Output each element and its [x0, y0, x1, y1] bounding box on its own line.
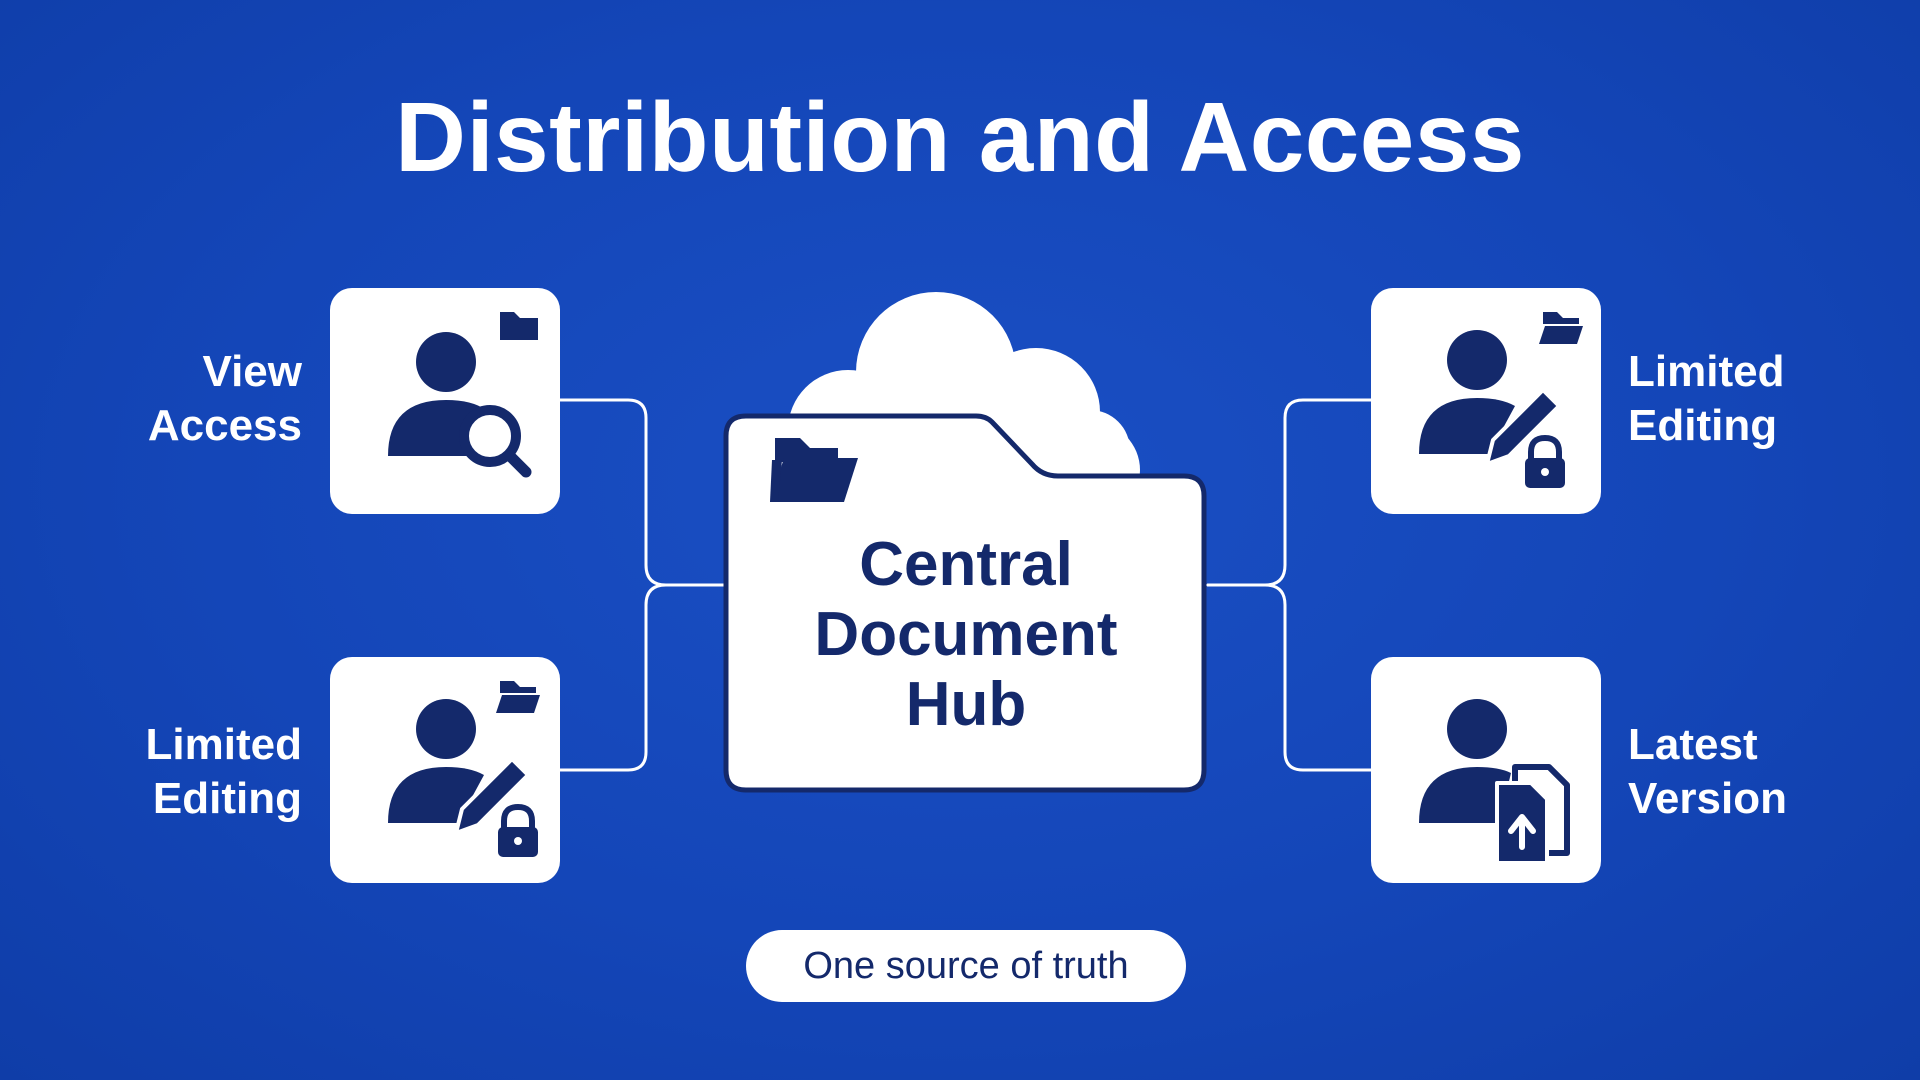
connector-view-access [558, 398, 726, 587]
connector-latest-version [1206, 583, 1373, 772]
tagline-pill: One source of truth [746, 930, 1186, 1002]
limited-editing-card-left [330, 657, 560, 883]
limited-editing-icon-group [388, 681, 540, 857]
label-line: Limited [1628, 347, 1785, 396]
limited-editing-card-right [1371, 288, 1601, 514]
pencil-icon [1485, 388, 1561, 466]
hub-title-line: Central [859, 530, 1073, 599]
label-line: Version [1628, 774, 1787, 823]
latest-version-label: Latest Version [1628, 718, 1868, 826]
label-line: Latest [1628, 720, 1758, 769]
open-folder-icon [1539, 312, 1583, 344]
label-line: Editing [152, 774, 302, 823]
lock-icon [1525, 434, 1565, 488]
hub-title-line: Hub [905, 670, 1027, 739]
label-line: Access [147, 401, 302, 450]
view-access-icon-group [388, 312, 538, 478]
magnifier-icon [459, 405, 532, 478]
central-hub-graphic [723, 292, 1207, 793]
label-line: Limited [145, 720, 302, 769]
hub-title: Central Document Hub [730, 530, 1202, 740]
folder-icon [723, 413, 1207, 793]
user-icon [1419, 699, 1511, 823]
view-access-label: View Access [62, 345, 302, 453]
open-folder-icon [496, 681, 540, 713]
latest-version-card [1371, 657, 1601, 883]
hub-title-line: Document [814, 600, 1118, 669]
user-icon [388, 332, 486, 456]
pencil-icon [454, 757, 530, 835]
document-upload-icon [1495, 764, 1570, 865]
limited-editing-label-right: Limited Editing [1628, 345, 1868, 453]
limited-editing-label-left: Limited Editing [62, 718, 302, 826]
lock-icon [498, 803, 538, 857]
folder-icon [500, 312, 538, 340]
label-line: View [202, 347, 302, 396]
view-access-card [330, 288, 560, 514]
latest-version-icon-group [1419, 699, 1570, 865]
connector-limited-editing-left [558, 583, 726, 772]
connector-limited-editing-right [1206, 398, 1373, 587]
limited-editing-icon-group [1419, 312, 1583, 488]
page-title: Distribution and Access [395, 82, 1525, 192]
open-folder-icon [770, 438, 858, 502]
label-line: Editing [1628, 401, 1778, 450]
